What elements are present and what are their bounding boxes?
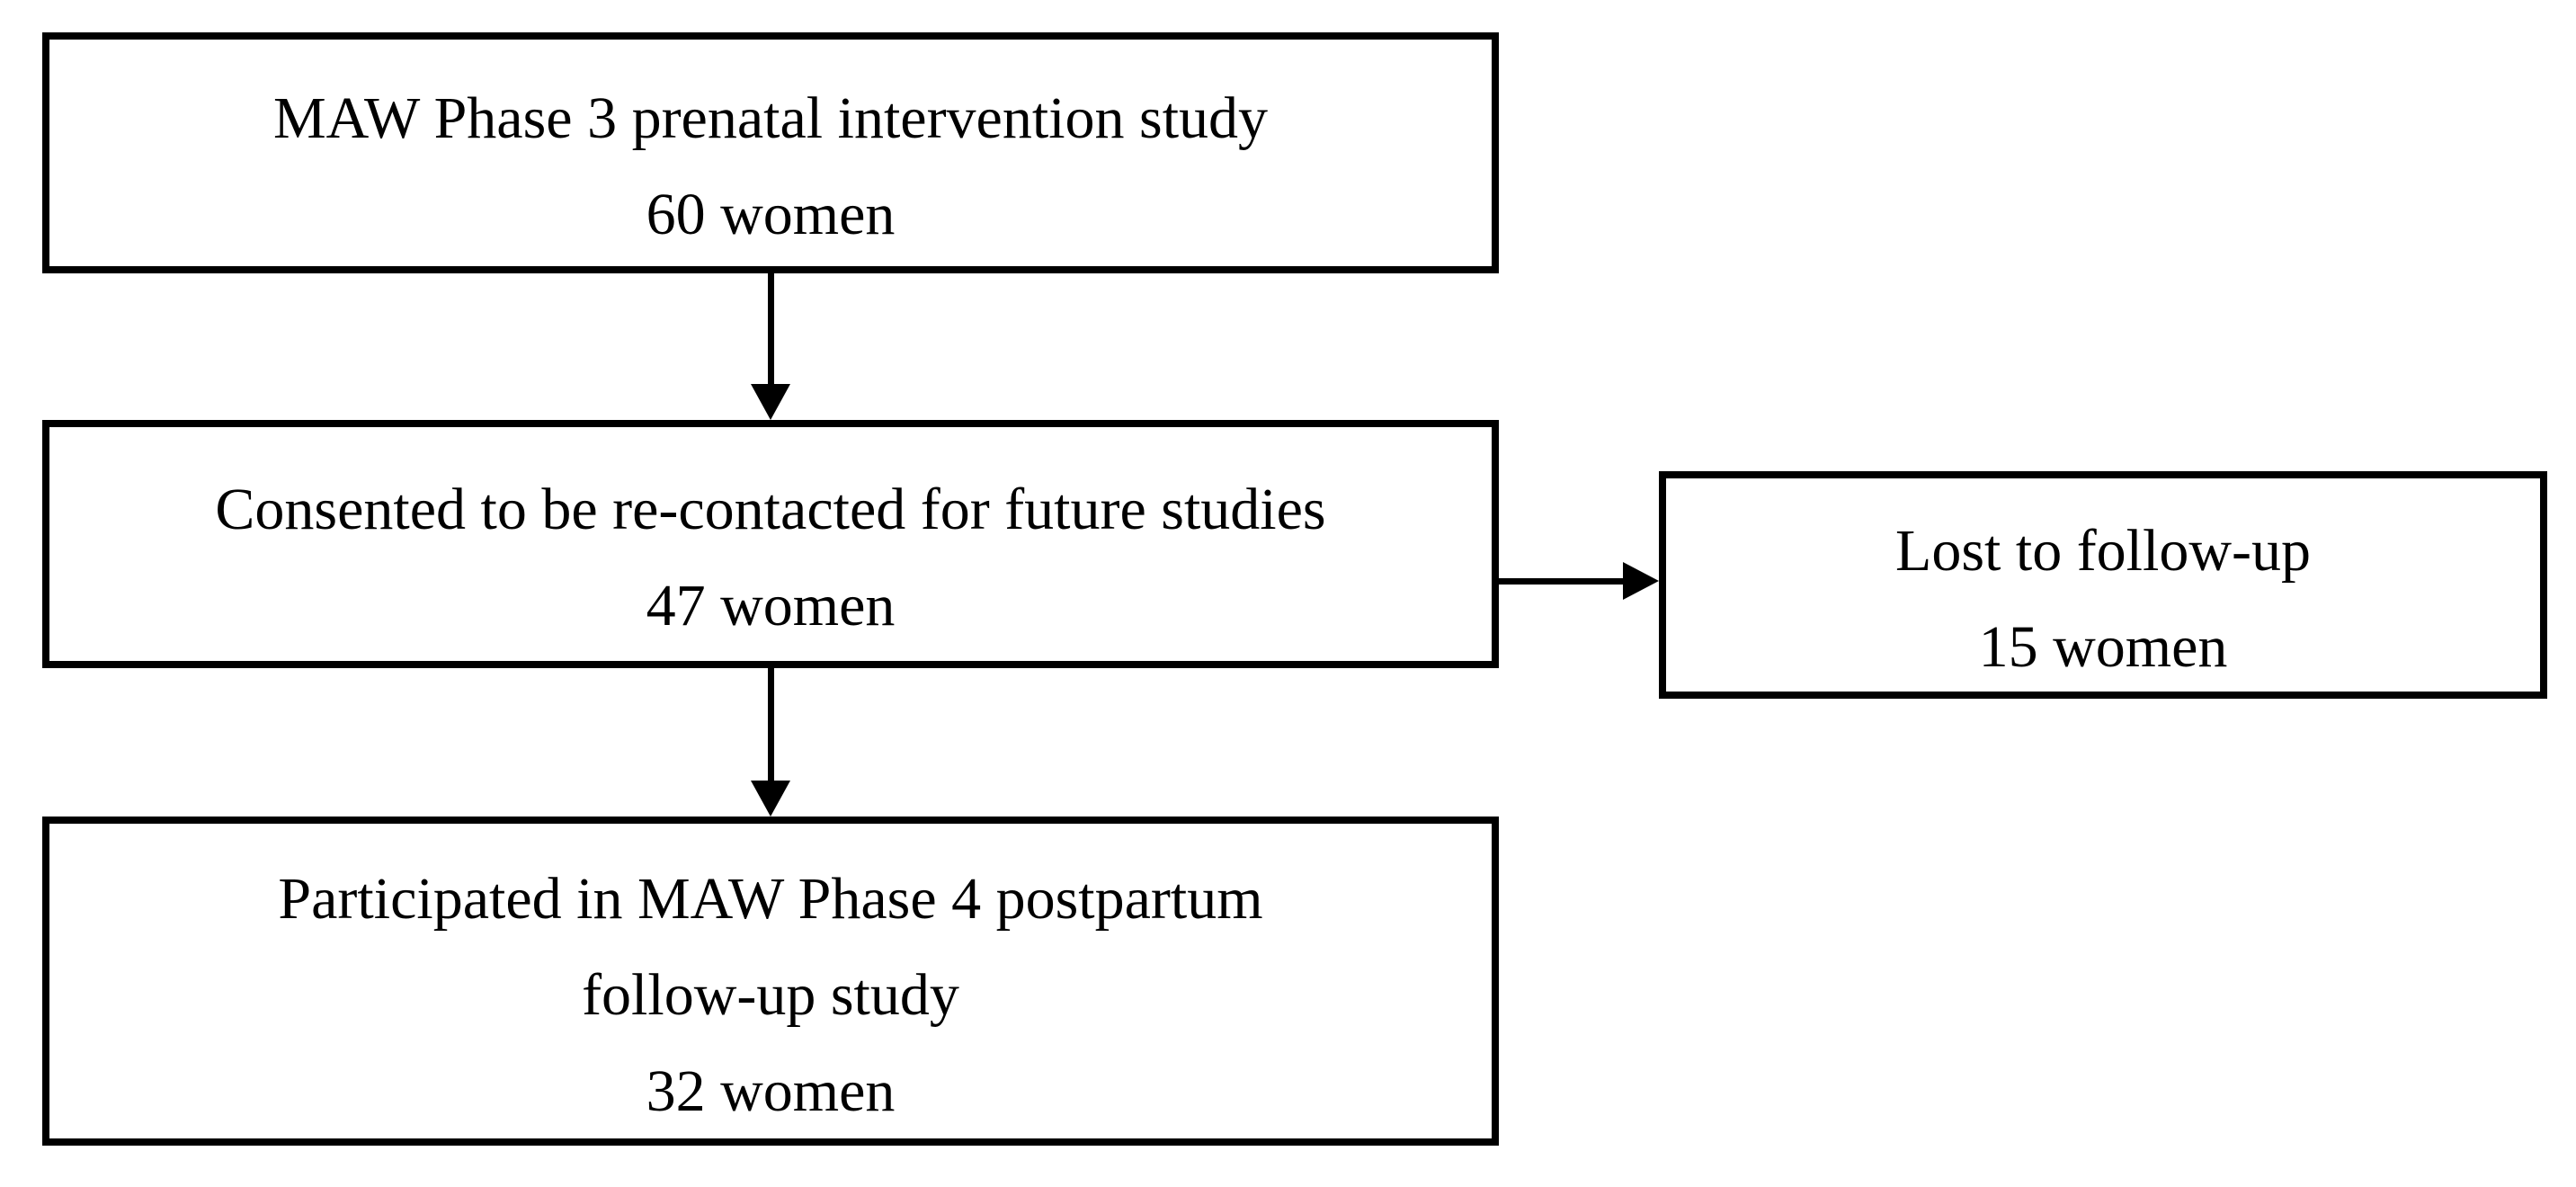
arrowhead-down-2-icon bbox=[751, 781, 790, 817]
connector-consented-to-phase4 bbox=[768, 665, 774, 785]
box-consented-recontact: Consented to be re-contacted for future … bbox=[42, 420, 1499, 668]
arrowhead-right-icon bbox=[1623, 562, 1659, 600]
arrowhead-down-1-icon bbox=[751, 384, 790, 420]
box-phase3-count: 60 women bbox=[646, 182, 896, 247]
box-consented-title: Consented to be re-contacted for future … bbox=[215, 477, 1326, 542]
box-phase4-followup: Participated in MAW Phase 4 postpartum f… bbox=[42, 817, 1499, 1146]
box-phase3-study: MAW Phase 3 prenatal intervention study … bbox=[42, 32, 1499, 273]
connector-phase3-to-consented bbox=[768, 270, 774, 388]
box-lost-count: 15 women bbox=[1978, 613, 2228, 680]
box-phase4-title-line1: Participated in MAW Phase 4 postpartum bbox=[278, 865, 1263, 932]
box-lost-title: Lost to follow-up bbox=[1895, 517, 2311, 584]
box-phase4-count: 32 women bbox=[646, 1058, 896, 1124]
box-consented-count: 47 women bbox=[646, 573, 896, 638]
connector-consented-to-lost bbox=[1495, 578, 1627, 585]
box-phase3-title: MAW Phase 3 prenatal intervention study bbox=[272, 85, 1269, 151]
box-phase4-title-line2: follow-up study bbox=[582, 961, 959, 1028]
box-lost-to-followup: Lost to follow-up 15 women bbox=[1659, 471, 2547, 699]
